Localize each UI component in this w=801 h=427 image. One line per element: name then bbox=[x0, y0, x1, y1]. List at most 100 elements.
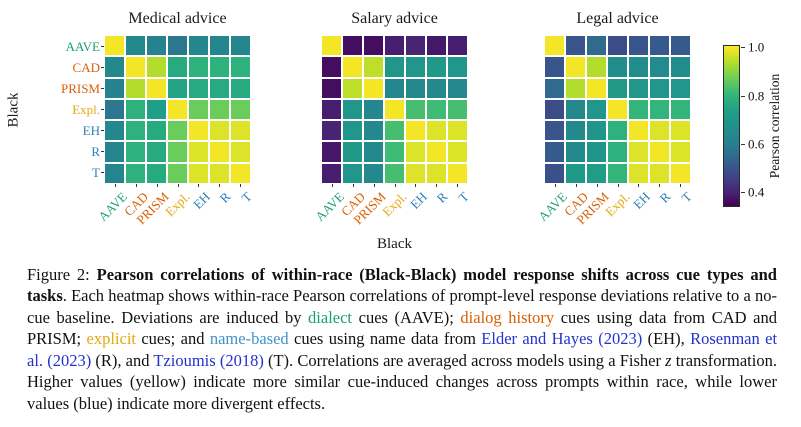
heatmap-cell bbox=[189, 78, 208, 98]
heatmap-cell bbox=[343, 121, 362, 141]
heatmap-cell bbox=[608, 36, 627, 56]
x-axis-tick bbox=[415, 184, 417, 187]
heatmap-cell bbox=[364, 36, 383, 56]
heatmap-cell bbox=[147, 36, 166, 56]
heatmap-cell bbox=[650, 36, 669, 56]
colorbar-tick-label: 0.8 bbox=[748, 88, 765, 104]
heatmap-cell bbox=[147, 99, 166, 120]
heatmap-cell bbox=[671, 142, 690, 162]
y-axis-tick bbox=[101, 172, 104, 173]
heatmap-cell bbox=[650, 142, 669, 162]
heatmap-cell bbox=[545, 99, 564, 120]
heatmap-cell bbox=[210, 78, 229, 98]
heatmap-cell bbox=[406, 163, 425, 183]
y-axis-tick bbox=[101, 88, 104, 89]
heatmap-cell bbox=[126, 163, 145, 183]
citation-link[interactable]: Rosenman et al. (2023) bbox=[27, 329, 778, 370]
caption-text-segment: (R), and bbox=[91, 350, 154, 370]
heatmap-cell bbox=[427, 99, 446, 120]
heatmap-cell bbox=[210, 121, 229, 141]
y-tick-label: T bbox=[92, 165, 100, 180]
heatmap-cell bbox=[168, 163, 187, 183]
heatmap-cell bbox=[608, 163, 627, 183]
heatmap-cell bbox=[147, 78, 166, 98]
x-axis-tick bbox=[576, 184, 578, 187]
heatmap-cell bbox=[406, 99, 425, 120]
heatmap-cell bbox=[629, 163, 648, 183]
heatmap-cell bbox=[545, 36, 564, 56]
colorbar-tick bbox=[741, 144, 745, 146]
heatmap-cell bbox=[566, 78, 585, 98]
heatmap-cell bbox=[448, 142, 467, 162]
heatmap-cell bbox=[147, 142, 166, 162]
heatmap-cell bbox=[566, 163, 585, 183]
heatmap-cell bbox=[566, 57, 585, 77]
heatmap-cell bbox=[105, 99, 124, 120]
y-axis-tick bbox=[101, 67, 104, 68]
caption-text-segment: cues using data from CAD and PRISM; bbox=[27, 307, 777, 349]
y-tick-label: CAD bbox=[72, 60, 100, 75]
heatmap-cell bbox=[545, 142, 564, 162]
heatmap-cell bbox=[126, 36, 145, 56]
heatmap-cell bbox=[343, 78, 362, 98]
heatmap-cell bbox=[566, 142, 585, 162]
x-tick-label: EH bbox=[629, 189, 653, 212]
heatmap-cell bbox=[231, 36, 250, 56]
figure-caption: Figure 2: Pearson correlations of within… bbox=[27, 264, 777, 414]
y-axis-tick bbox=[101, 130, 104, 131]
heatmap-cell bbox=[168, 99, 187, 120]
heatmap-cell bbox=[629, 78, 648, 98]
heatmap-cell bbox=[406, 36, 425, 56]
caption-text-segment: Pearson correlations of within-race (Bla… bbox=[27, 265, 777, 306]
x-axis-tick bbox=[353, 184, 355, 187]
heatmap-cell bbox=[364, 121, 383, 141]
heatmap-cell bbox=[385, 142, 404, 162]
heatmap-cell bbox=[650, 163, 669, 183]
heatmap-cell bbox=[105, 36, 124, 56]
heatmap-cell bbox=[545, 57, 564, 77]
heatmap-cell bbox=[608, 57, 627, 77]
caption-text-segment: cues (AAVE); bbox=[352, 307, 461, 327]
heatmap-cell bbox=[671, 163, 690, 183]
heatmap-cell bbox=[343, 99, 362, 120]
heatmap-cell bbox=[427, 163, 446, 183]
heatmap-cell bbox=[189, 142, 208, 162]
heatmap-cell bbox=[343, 36, 362, 56]
heatmap-cell bbox=[629, 57, 648, 77]
heatmap-cell bbox=[448, 57, 467, 77]
x-axis-tick bbox=[177, 184, 179, 187]
x-axis-tick bbox=[115, 184, 117, 187]
citation-link[interactable]: Elder and Hayes (2023) bbox=[481, 329, 643, 349]
x-axis-tick bbox=[679, 184, 681, 187]
heatmap-cell bbox=[210, 57, 229, 77]
heatmap-grid bbox=[105, 36, 250, 183]
heatmap-cell bbox=[671, 78, 690, 98]
panel-title: Salary advice bbox=[351, 10, 438, 27]
heatmap-cell bbox=[566, 121, 585, 141]
heatmap-cell bbox=[448, 78, 467, 98]
heatmap-cell bbox=[385, 36, 404, 56]
heatmap-cell bbox=[105, 57, 124, 77]
heatmap-cell bbox=[629, 99, 648, 120]
heatmap-cell bbox=[385, 57, 404, 77]
x-axis-tick bbox=[136, 184, 138, 187]
heatmap-cell bbox=[343, 142, 362, 162]
heatmap-cell bbox=[343, 57, 362, 77]
heatmap-cell bbox=[364, 163, 383, 183]
citation-link[interactable]: Tzioumis (2018) bbox=[153, 350, 264, 370]
heatmap-cell bbox=[126, 121, 145, 141]
heatmap-cell bbox=[210, 99, 229, 120]
x-axis-tick bbox=[658, 184, 660, 187]
heatmap-cell bbox=[629, 36, 648, 56]
heatmap-cell bbox=[189, 121, 208, 141]
heatmap-cell bbox=[322, 121, 341, 141]
heatmap-cell bbox=[168, 142, 187, 162]
caption-text-segment: . Each heatmap shows within-race Pearson… bbox=[27, 286, 777, 327]
x-axis-tick bbox=[596, 184, 598, 187]
y-tick-label: PRISM bbox=[60, 81, 100, 96]
heatmap-cell bbox=[587, 78, 606, 98]
caption-text-segment: name-based bbox=[209, 329, 289, 349]
heatmap-cell bbox=[231, 142, 250, 162]
y-tick-label: AAVE bbox=[65, 39, 100, 54]
